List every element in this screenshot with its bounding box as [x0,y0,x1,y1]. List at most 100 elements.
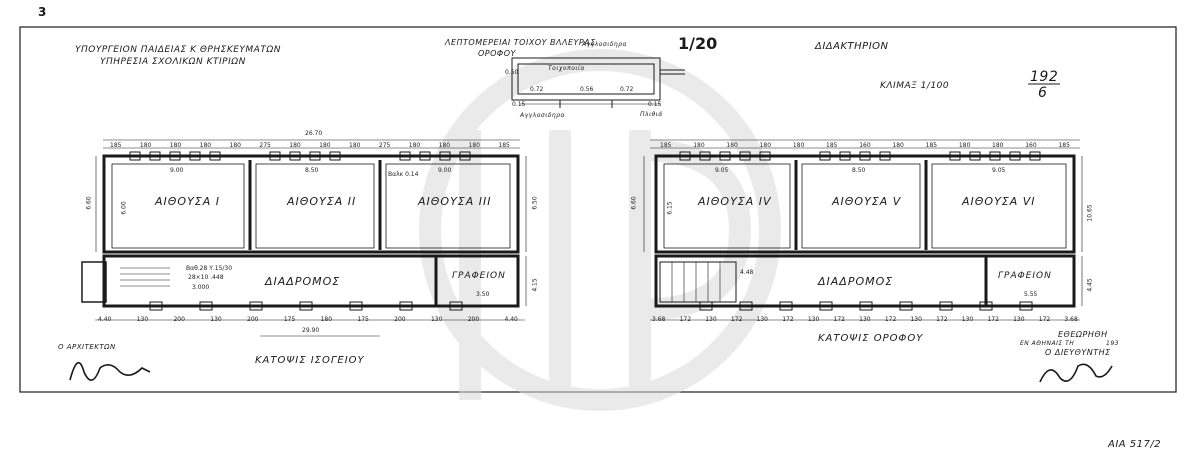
upper-room-width-5: 8.50 [852,167,866,174]
dim-label: 185 [110,142,122,149]
ground-corridor: ΔΙΑΔΡΟΜΟΣ [265,275,341,288]
ground-floor-title: ΚΑΤΟΨΙΣ ΙΣΟΓΕΙΟΥ [255,355,365,366]
architect-signature [69,362,151,381]
approval-label: ΕΘΕΩΡΗΘΗ [1058,330,1108,339]
wall-detail-drawing [511,57,685,108]
upper-depth-left: 6.60 [630,196,638,210]
dim-label: 130 [961,316,974,323]
upper-room-6: ΑΙΘΟΥΣΑ VI [962,195,1036,208]
watermark-logo [419,49,781,411]
upper-room-5: ΑΙΘΟΥΣΑ V [832,195,902,208]
ground-office-dim: 3.50 [476,291,490,298]
detail-subtitle: ΟΡΟΦΟΥ [478,49,516,58]
sheet-border [19,26,1177,393]
dim-label: 130 [430,316,443,323]
dim-label: 180 [169,142,182,149]
ground-room-width-2: 8.50 [305,167,319,174]
detail-dim-left: 0.72 [530,86,544,93]
detail-title: ΛΕΠΤΟΜΕΡΕΙΑΙ ΤΟΙΧΟΥ ΒΛΛΕΥΡΑΣ [445,38,596,47]
ground-room-depth: 6.00 [120,201,128,215]
ground-stair-note: Βαθ.28 Υ.15/30 [186,265,233,272]
scale-label: ΚΛΙΜΑΞ 1/100 [880,81,950,91]
approval-year: 193 [1106,340,1119,347]
upper-top-dims: 185 180 180 180 180 185 160 180 185 180 … [660,142,1070,149]
ground-room-width-1: 9.00 [170,167,184,174]
ground-room-3: ΑΙΘΟΥΣΑ ΙΙΙ [418,195,492,208]
dim-label: 180 [289,142,301,149]
dim-label: 180 [408,142,421,149]
building-type: ΔΙΔΑΚΤΗΡΙΟΝ [815,41,889,52]
dim-label: 185 [826,142,838,149]
dim-label: 130 [859,316,871,323]
upper-depth-right: 10.65 [1086,204,1094,222]
dim-label: 130 [756,316,768,323]
upper-office: ΓΡΑΦΕΙΟΝ [998,271,1052,281]
dim-label: 180 [438,142,451,149]
ground-office: ΓΡΑΦΕΙΟΝ [452,271,506,281]
dim-label: 172 [884,316,897,323]
dim-label: 172 [730,316,743,323]
dim-label: 200 [467,316,480,323]
dim-label: 172 [936,316,948,323]
upper-office-dim: 5.55 [1024,291,1038,298]
upper-corridor-depth: 4.45 [1086,278,1094,292]
ground-note-small: Βαλκ 0.14 [388,171,419,178]
ground-floor-plan [81,139,527,337]
dim-label: 200 [173,316,185,323]
detail-label-bottom: Αγγλοσιδηρα [520,112,565,119]
dim-label: 180 [693,142,705,149]
upper-room-4: ΑΙΘΟΥΣΑ IV [698,195,772,208]
dim-label: 175 [357,316,369,323]
dim-label: 275 [378,142,391,149]
upper-stair-note: 4.48 [740,269,754,276]
dim-label: 180 [319,142,331,149]
ground-corridor-depth: 4.15 [531,278,539,292]
dim-label: 172 [833,316,845,323]
sheet-number: 192 [1030,69,1059,85]
architect-label: Ο ΑΡΧΙΤΕΚΤΩΝ [58,343,116,351]
ministry-subtitle: ΥΠΗΡΕΣΙΑ ΣΧΟΛΙΚΩΝ ΚΤΙΡΙΩΝ [100,57,246,67]
detail-label-top: Αγγλοσιδηρα [582,41,627,48]
upper-room-width-4: 9.05 [715,167,729,174]
ground-overall-dim: 26.70 [305,130,323,137]
dim-label: 4.40 [504,316,518,323]
upper-corridor: ΔΙΑΔΡΟΜΟΣ [818,275,894,288]
ministry-title: ΥΠΟΥΡΓΕΙΟΝ ΠΑΙΔΕΙΑΣ Κ ΘΡΗΣΚΕΥΜΑΤΩΝ [75,45,281,55]
upper-room-width-6: 9.05 [992,167,1006,174]
dim-label: 3.68 [652,316,666,323]
ground-room-1: ΑΙΘΟΥΣΑ Ι [155,195,221,208]
dim-label: 275 [259,142,271,149]
dim-label: 175 [283,316,296,323]
approval-place: ΕΝ ΑΘΗΝΑΙΣ ΤΗ [1020,340,1075,347]
dim-label: 130 [1013,316,1025,323]
dim-label: 172 [782,316,794,323]
sheet-subnumber: 6 [1038,85,1048,101]
dim-label: 130 [136,316,149,323]
dim-label: 185 [1058,142,1070,149]
dim-label: 4.40 [98,316,112,323]
dim-label: 185 [660,142,672,149]
detail-label-inner: Τοιχοποιία [548,65,585,72]
dim-label: 180 [759,142,772,149]
dim-label: 130 [807,316,820,323]
ground-top-dims: 185 180 180 180 180 275 180 180 180 275 … [110,142,510,149]
detail-dim-mid: 0.56 [580,86,594,93]
upper-room-depth: 6.15 [666,201,674,215]
archive-note: ΑΙΑ 517/2 [1108,439,1162,450]
upper-floor-plan [643,139,1083,321]
dim-label: 180 [892,142,904,149]
detail-dim-small-a: 0.15 [512,101,526,108]
detail-dim-height: 0.50 [505,69,519,76]
dim-label: 185 [498,142,510,149]
detail-dim-right: 0.72 [620,86,634,93]
ground-overall-dim-bottom: 29.90 [302,327,320,334]
dim-label: 160 [859,142,871,149]
ground-depth-left: 6.60 [85,196,93,210]
dim-label: 172 [987,316,999,323]
dim-label: 180 [199,142,212,149]
dim-label: 160 [1025,142,1037,149]
ground-stair-note-3: 3.000 [192,284,210,291]
dim-label: 180 [320,316,333,323]
